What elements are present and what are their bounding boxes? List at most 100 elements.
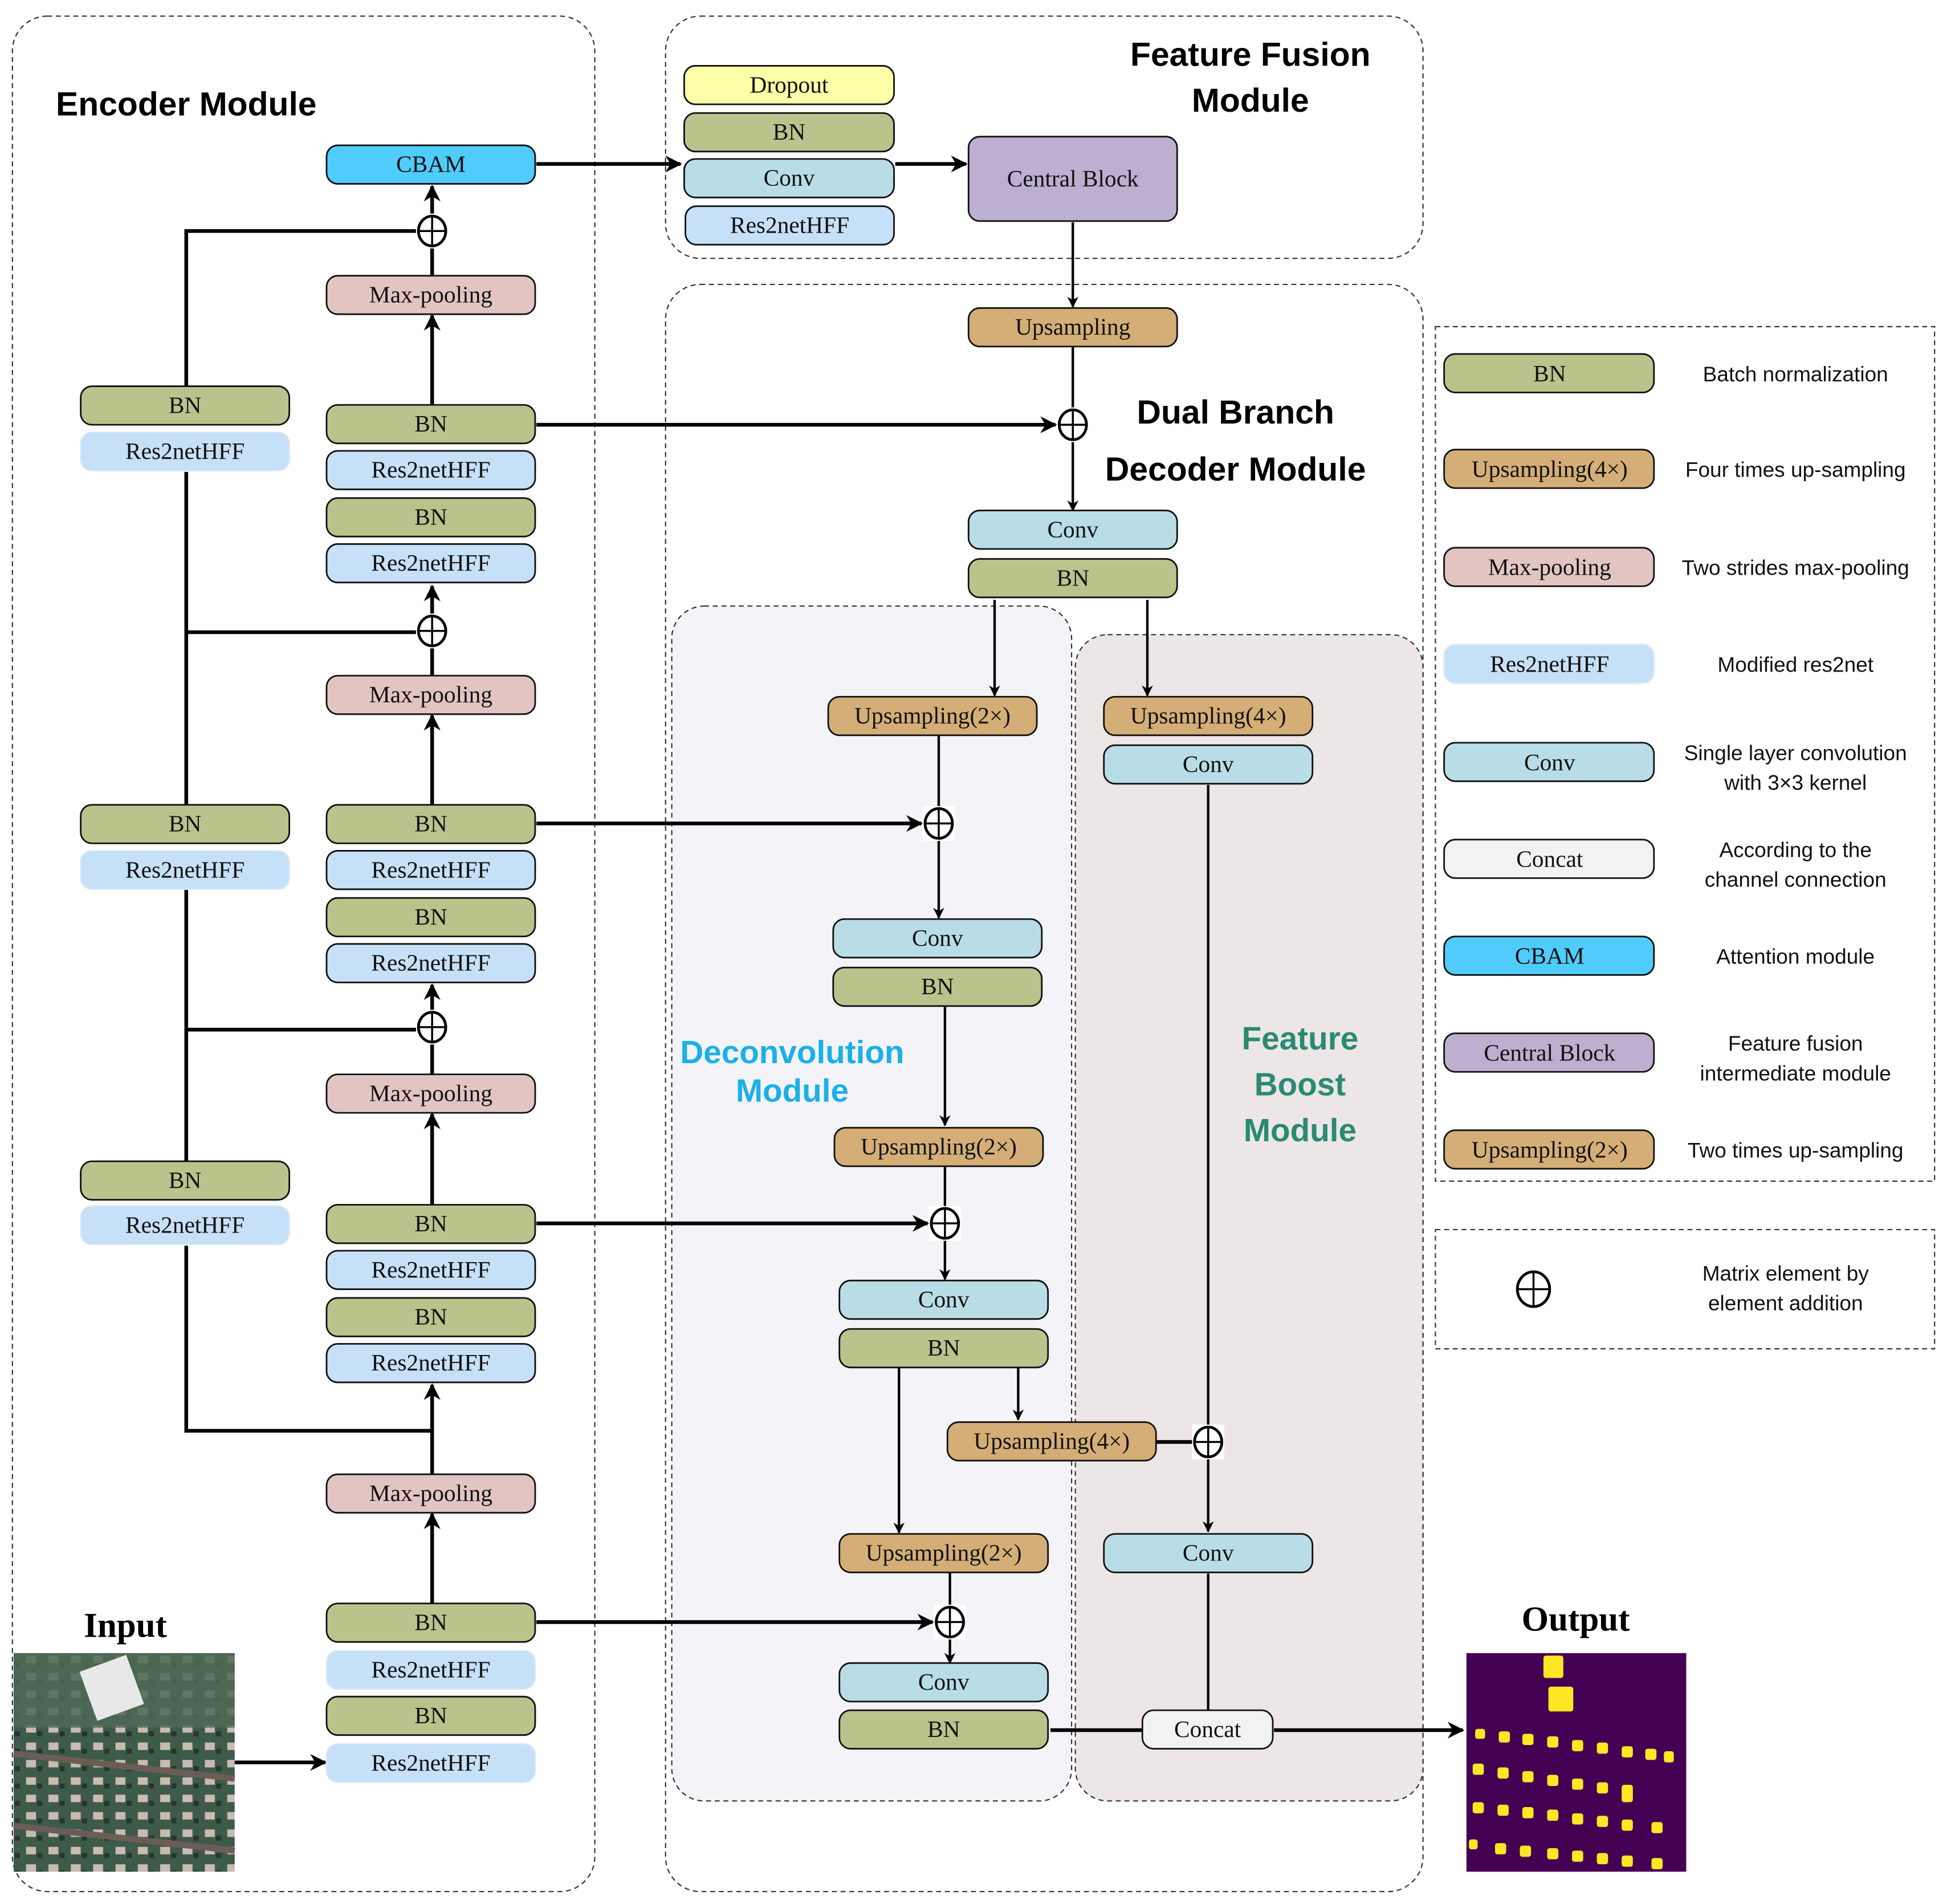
block-label: Res2netHFF	[371, 1656, 490, 1682]
block-side-1-bn: BN	[80, 1160, 291, 1201]
block-box	[325, 897, 536, 938]
building-blob	[1622, 1746, 1633, 1757]
block-box	[967, 136, 1178, 222]
building-blob	[1622, 1856, 1633, 1867]
legend-swatch-label: BN	[1533, 360, 1566, 387]
block-label: Conv	[764, 165, 815, 191]
legend-description: According to the	[1719, 837, 1871, 861]
encoder-title: Encoder Module	[56, 86, 316, 123]
block-enc-s4-bn2: BN	[325, 497, 536, 538]
building-blob	[1522, 1734, 1534, 1746]
block-box	[325, 850, 536, 890]
building-blob	[1651, 1858, 1663, 1869]
block-box	[325, 404, 536, 445]
building-blob	[1472, 1763, 1484, 1775]
block-enc-mp3: Max-pooling	[325, 674, 536, 715]
block-box	[325, 497, 536, 538]
block-box	[325, 674, 536, 715]
block-enc-cbam: CBAM	[325, 144, 536, 185]
block-label: Upsampling(2×)	[861, 1133, 1017, 1160]
block-dc-up1: Upsampling(2×)	[827, 695, 1038, 737]
building-blob	[1497, 1804, 1509, 1816]
block-ff-conv: Conv	[683, 158, 895, 198]
block-side-2-bn: BN	[80, 804, 291, 844]
block-ff-central: Central Block	[967, 136, 1178, 222]
legend-swatch	[1443, 935, 1655, 976]
block-label: BN	[414, 904, 447, 930]
add-icon	[416, 1010, 449, 1045]
block-label: BN	[1057, 564, 1089, 591]
legend-description: Feature fusion	[1728, 1031, 1863, 1055]
input-label: Input	[84, 1607, 168, 1645]
building-blob	[1622, 1819, 1633, 1831]
block-dc-bn3: BN	[838, 1709, 1049, 1750]
building-blob	[1543, 1655, 1563, 1678]
block-box	[325, 1695, 536, 1736]
block-label: Res2netHFF	[371, 1750, 490, 1776]
deconv-title-line1: Deconvolution	[680, 1035, 904, 1071]
block-side-3-bn: BN	[80, 385, 291, 426]
building-blob	[1645, 1748, 1657, 1760]
block-label: Upsampling(4×)	[1130, 702, 1286, 729]
block-label: Upsampling(2×)	[854, 702, 1011, 729]
building-blob	[1596, 1742, 1608, 1754]
block-label: BN	[414, 1702, 447, 1728]
block-enc-s4-r1: Res2netHFF	[325, 450, 536, 490]
block-box	[838, 1662, 1049, 1703]
building-blob	[1472, 1802, 1484, 1813]
block-box	[685, 205, 895, 246]
block-box	[325, 275, 536, 315]
block-box	[325, 1650, 536, 1690]
legend-add-region	[1435, 1228, 1936, 1350]
block-box	[1141, 1709, 1274, 1750]
block-label: Max-pooling	[369, 681, 492, 707]
block-box	[325, 1073, 536, 1114]
block-label: BN	[414, 410, 447, 437]
block-box	[832, 966, 1043, 1007]
building-blob	[1572, 1740, 1583, 1752]
block-box	[838, 1709, 1049, 1750]
legend-swatch-label: Concat	[1516, 846, 1583, 872]
block-label: BN	[414, 1304, 447, 1330]
block-label: Res2netHFF	[371, 950, 490, 976]
block-enc-mp2: Max-pooling	[325, 1073, 536, 1114]
edges	[184, 155, 1465, 1771]
building-blob	[1522, 1807, 1534, 1818]
building-blob	[1547, 1848, 1559, 1860]
blocks-layer: CBAMMax-poolingBNRes2netHFFBNRes2netHFFM…	[80, 65, 1314, 1783]
building-blob	[1547, 1809, 1559, 1821]
block-enc-s2-bn2: BN	[325, 1297, 536, 1337]
legend-swatch	[1443, 547, 1655, 587]
legend-add-description: element addition	[1708, 1291, 1863, 1315]
edge-side3-up	[184, 630, 417, 805]
add-icon	[934, 1604, 966, 1639]
legend-region	[1435, 326, 1936, 1182]
encoder-region	[11, 15, 596, 1893]
boost-title-line3: Module	[1244, 1113, 1357, 1149]
block-dc-conv1: Conv	[832, 918, 1043, 959]
legend-swatch-label: Conv	[1524, 749, 1575, 775]
legend-description: Four times up-sampling	[1685, 458, 1906, 482]
block-label: Res2netHFF	[371, 1349, 490, 1376]
building-blob	[1596, 1816, 1608, 1827]
block-ff-res: Res2netHFF	[685, 205, 895, 246]
block-box	[325, 543, 536, 584]
block-dc-up3: Upsampling(2×)	[838, 1533, 1049, 1573]
block-box	[325, 804, 536, 844]
block-label: BN	[169, 392, 201, 418]
building-blob	[1520, 1845, 1531, 1857]
block-box	[967, 307, 1178, 348]
building-blob	[1548, 1686, 1574, 1712]
block-box	[80, 385, 291, 426]
fusion-title-line2: Module	[1192, 82, 1309, 119]
block-box	[1103, 1533, 1314, 1573]
legend-swatch	[1443, 644, 1655, 684]
legend-description: Attention module	[1716, 945, 1875, 969]
block-label: Res2netHFF	[125, 438, 245, 464]
block-box	[325, 1297, 536, 1337]
block-box	[683, 158, 895, 198]
block-label: Res2netHFF	[371, 856, 490, 882]
